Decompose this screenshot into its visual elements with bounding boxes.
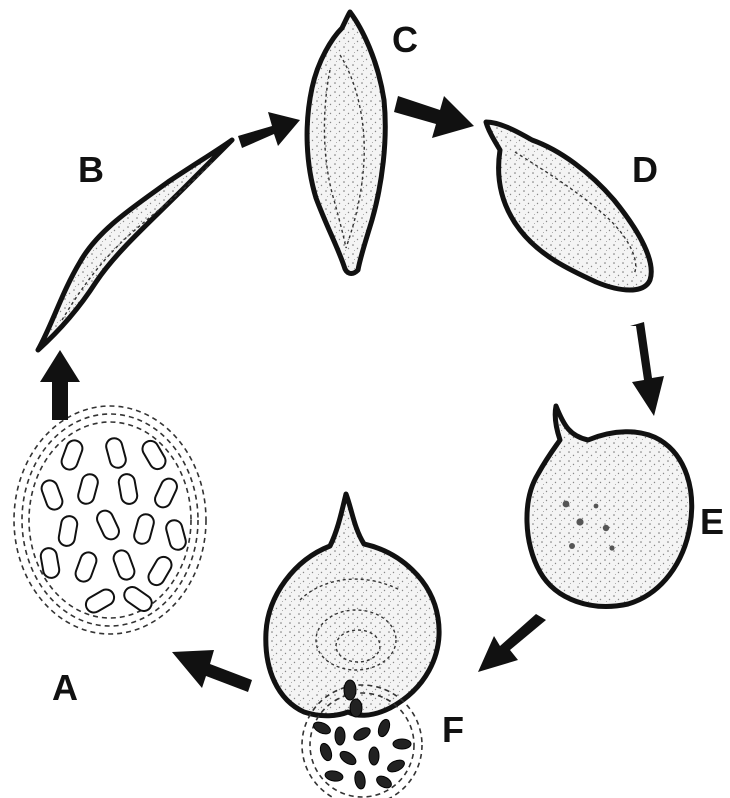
stage-label-a: A bbox=[52, 667, 78, 708]
stage-label-b: B bbox=[78, 149, 104, 190]
arrow-e-to-f bbox=[478, 614, 546, 672]
stage-e-cell bbox=[527, 406, 692, 606]
arrow-d-to-e bbox=[630, 322, 664, 416]
stage-label-c: C bbox=[392, 19, 418, 60]
stage-label-d: D bbox=[632, 149, 658, 190]
stage-a-cyst bbox=[14, 406, 206, 634]
stage-b-cell bbox=[38, 140, 232, 350]
arrow-a-to-b bbox=[40, 350, 80, 420]
stage-label-e: E bbox=[700, 501, 724, 542]
arrow-f-to-a bbox=[172, 650, 252, 692]
arrow-b-to-c bbox=[238, 112, 300, 148]
stage-f-cell bbox=[266, 494, 439, 798]
stage-c-cell bbox=[307, 12, 385, 273]
stage-d-cell bbox=[486, 122, 651, 290]
arrow-c-to-d bbox=[394, 96, 474, 138]
stage-label-f: F bbox=[442, 709, 464, 750]
stage-a-spore-cluster bbox=[39, 436, 187, 615]
